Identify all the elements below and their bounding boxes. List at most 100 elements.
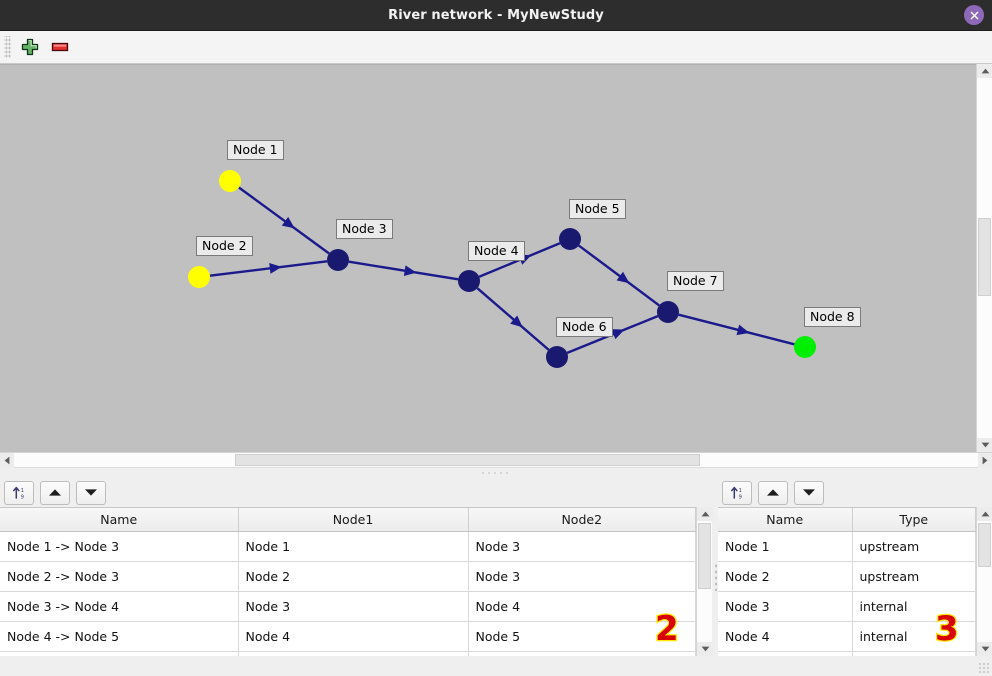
toolbar-grip[interactable]	[4, 36, 11, 58]
graph-edge[interactable]	[238, 186, 330, 255]
graph-vertical-scrollbar[interactable]	[976, 64, 992, 452]
table-cell[interactable]: Node 3	[238, 591, 469, 622]
scroll-down-button[interactable]	[977, 642, 992, 656]
graph-vscroll-thumb[interactable]	[978, 218, 991, 296]
table-cell[interactable]: Node 1	[718, 531, 853, 562]
table-row-empty[interactable]	[718, 651, 976, 656]
svg-text:9: 9	[20, 494, 23, 500]
table-cell[interactable]: Node 4 -> Node 5	[0, 621, 239, 652]
graph-node-node7[interactable]	[657, 301, 679, 323]
column-header[interactable]: Name	[0, 508, 239, 532]
table-cell[interactable]: Node 4	[238, 621, 469, 652]
graph-node-node8[interactable]	[794, 336, 816, 358]
graph-edge[interactable]	[476, 287, 550, 351]
graph-node-label-node6[interactable]: Node 6	[556, 317, 613, 337]
graph-node-node3[interactable]	[327, 249, 349, 271]
graph-node-label-node3[interactable]: Node 3	[336, 219, 393, 239]
table-cell[interactable]: upstream	[852, 561, 976, 592]
scroll-right-button[interactable]	[978, 453, 992, 468]
scroll-up-button[interactable]	[977, 64, 992, 78]
graph-vscroll-track[interactable]	[977, 78, 992, 438]
reaches-sort-button[interactable]: 1 9	[4, 480, 34, 505]
vertical-splitter[interactable]	[712, 477, 718, 676]
graph-node-node1[interactable]	[219, 170, 241, 192]
add-node-button[interactable]	[15, 34, 45, 61]
table-row-empty[interactable]	[0, 651, 696, 656]
graph-hscroll-thumb[interactable]	[235, 454, 700, 466]
column-header[interactable]: Name	[718, 508, 853, 532]
graph-node-label-node7[interactable]: Node 7	[667, 271, 724, 291]
reaches-vertical-scrollbar[interactable]	[696, 507, 713, 656]
reaches-move-up-button[interactable]	[40, 480, 70, 505]
graph-node-label-node5[interactable]: Node 5	[569, 199, 626, 219]
scroll-up-button[interactable]	[977, 507, 992, 521]
nodes-vscroll-thumb[interactable]	[978, 523, 991, 567]
delete-node-icon	[51, 42, 69, 52]
main-toolbar	[0, 31, 992, 64]
table-cell[interactable]: Node 4	[468, 591, 696, 622]
graph-node-node2[interactable]	[188, 266, 210, 288]
table-cell[interactable]: internal	[852, 621, 976, 652]
scroll-up-button[interactable]	[697, 507, 713, 521]
table-cell-empty	[238, 651, 469, 656]
resize-grip[interactable]	[978, 662, 990, 674]
table-cell[interactable]: Node 2	[238, 561, 469, 592]
reaches-vscroll-thumb[interactable]	[698, 523, 711, 589]
table-cell[interactable]: Node 2	[718, 561, 853, 592]
graph-node-label-node8[interactable]: Node 8	[804, 307, 861, 327]
graph-node-label-node2[interactable]: Node 2	[196, 236, 253, 256]
nodes-vscroll-track[interactable]	[977, 521, 992, 642]
column-header[interactable]: Type	[852, 508, 976, 532]
nodes-sort-button[interactable]: 1 9	[722, 480, 752, 505]
table-cell[interactable]: Node 3 -> Node 4	[0, 591, 239, 622]
graph-node-label-node4[interactable]: Node 4	[468, 241, 525, 261]
table-cell[interactable]: internal	[852, 591, 976, 622]
graph-node-label-node1[interactable]: Node 1	[227, 140, 284, 160]
table-cell[interactable]: Node 1	[238, 531, 469, 562]
nodes-vertical-scrollbar[interactable]	[976, 507, 992, 656]
reaches-vscroll-track[interactable]	[697, 521, 712, 642]
graph-node-node4[interactable]	[458, 270, 480, 292]
network-graph-canvas[interactable]: Node 1 Node 2 Node 3 Node 4 Node 5 Node 6 Node…	[0, 64, 976, 452]
graph-hscroll-track[interactable]	[14, 453, 978, 467]
column-header[interactable]: Node2	[468, 508, 696, 532]
nodes-move-down-button[interactable]	[794, 480, 824, 505]
graph-horizontal-scrollbar[interactable]	[0, 452, 992, 468]
graph-node-node5[interactable]	[559, 228, 581, 250]
graph-edge[interactable]	[209, 260, 328, 277]
graph-edge[interactable]	[578, 244, 660, 307]
graph-edge[interactable]	[678, 313, 795, 346]
graph-node-node6[interactable]	[546, 346, 568, 368]
table-cell[interactable]: Node 3	[468, 561, 696, 592]
close-window-button[interactable]	[964, 5, 984, 25]
table-cell[interactable]: Node 4	[718, 621, 853, 652]
table-cell[interactable]: Node 1 -> Node 3	[0, 531, 239, 562]
graph-edge[interactable]	[348, 260, 459, 281]
nodes-move-up-button[interactable]	[758, 480, 788, 505]
column-header[interactable]: Node1	[238, 508, 469, 532]
table-cell[interactable]: Node 5	[468, 621, 696, 652]
scroll-left-button[interactable]	[0, 453, 14, 468]
window-title: River network - MyNewStudy	[388, 7, 604, 23]
table-cell[interactable]: Node 3	[718, 591, 853, 622]
reaches-move-down-button[interactable]	[76, 480, 106, 505]
table-cell[interactable]: Node 3	[468, 531, 696, 562]
table-cell[interactable]: Node 2 -> Node 3	[0, 561, 239, 592]
delete-node-button[interactable]	[45, 34, 75, 61]
horizontal-splitter[interactable]	[0, 467, 992, 477]
scroll-down-button[interactable]	[977, 438, 992, 452]
table-cell[interactable]: upstream	[852, 531, 976, 562]
scroll-down-button[interactable]	[697, 642, 713, 656]
